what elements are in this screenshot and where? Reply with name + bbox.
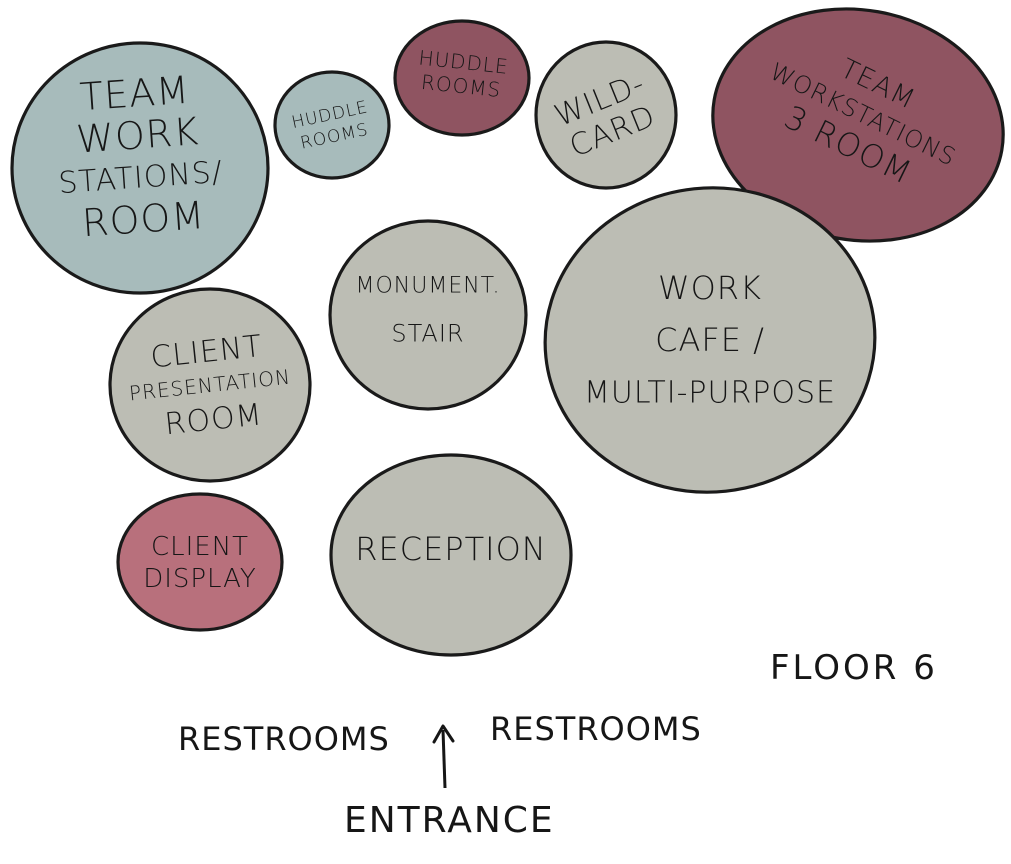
bubble-huddle-rooms-1: HUDDLEROOMS (273, 70, 391, 180)
bubble-shape-client-display (116, 492, 284, 632)
bubble-label-monument-stair: MONUMENT. STAIR (355, 274, 500, 348)
bubble-label-work-cafe: WORK CAFE / MULTI-PURPOSE (584, 269, 836, 410)
bubble-team-workstations-room-1: TEAMWORKSTATIONS/ROOM (10, 41, 270, 295)
bubble-shape-team-workstations-room-2 (711, 7, 1005, 243)
bubble-label-line: STAIR (391, 319, 464, 347)
floor-label: FLOOR 6 (770, 648, 938, 688)
bubble-shape-team-workstations-room-1 (10, 41, 270, 295)
bubble-wildcard: WILD-CARD (534, 40, 678, 190)
bubble-label-line: WORK (658, 269, 762, 307)
bubble-client-presentation-room: CLIENTPRESENTATIONROOM (108, 287, 312, 483)
bubble-shape-work-cafe (543, 186, 877, 494)
bubble-shape-huddle-rooms-2 (393, 19, 531, 137)
bubble-label-line: TEAM (78, 68, 191, 120)
bubble-shape-wildcard (534, 40, 678, 190)
bubble-label-line: CAFE / (655, 321, 765, 359)
bubble-label-line: ROOM (81, 193, 207, 245)
bubble-label-team-workstations-room-1: TEAMWORKSTATIONS/ROOM (51, 66, 227, 247)
bubble-shape-monument-stair (328, 219, 528, 411)
bubble-label-line: MULTI-PURPOSE (584, 376, 836, 411)
bubble-reception: RECEPTION (329, 453, 573, 657)
bubble-huddle-rooms-2: HUDDLEROOMS (393, 19, 531, 137)
bubble-label-line: DISPLAY (143, 564, 257, 594)
restrooms-right-label: RESTROOMS (490, 710, 702, 748)
bubble-label-huddle-rooms-2: HUDDLEROOMS (415, 45, 510, 102)
bubble-shape-reception (329, 453, 573, 657)
bubble-label-line: WORK (75, 109, 201, 161)
entrance-arrow (432, 724, 455, 789)
restrooms-left-label: RESTROOMS (178, 720, 390, 758)
bubble-label-line: RECEPTION (355, 530, 546, 568)
bubble-team-workstations-room-2: TEAMWORKSTATIONS3 ROOM (711, 7, 1005, 243)
entrance-label: ENTRANCE (344, 800, 555, 841)
bubble-label-line: CLIENT (151, 532, 249, 562)
bubble-monument-stair: MONUMENT. STAIR (328, 219, 528, 411)
bubble-label-line: MONUMENT. (355, 274, 500, 299)
bubble-shape-huddle-rooms-1 (273, 70, 391, 180)
bubble-shape-client-presentation-room (108, 287, 312, 483)
bubble-label-reception: RECEPTION (355, 530, 546, 568)
bubble-work-cafe: WORK CAFE / MULTI-PURPOSE (543, 186, 877, 494)
